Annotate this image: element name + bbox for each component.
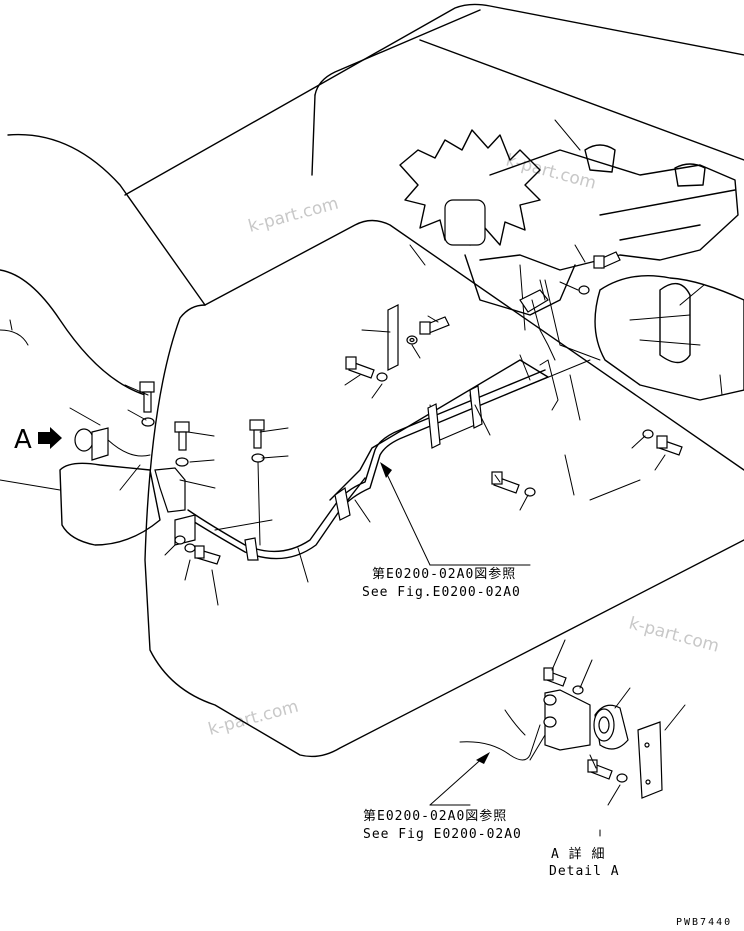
bolt <box>543 667 567 687</box>
cab-outline <box>0 3 744 758</box>
leader-lines <box>69 119 723 606</box>
detail-leader-lines <box>429 639 686 837</box>
rear-bracket <box>387 289 556 371</box>
bolt-axis <box>257 461 261 546</box>
washer <box>174 535 186 545</box>
detail-a-drawing <box>459 689 663 799</box>
detail-reference-jp: 第E0200-02A0図参照 <box>363 808 507 824</box>
ref-arrowhead <box>380 462 392 478</box>
reference-jp: 第E0200-02A0図参照 <box>372 566 516 582</box>
view-arrow <box>38 427 62 449</box>
bolt <box>593 251 621 269</box>
ref-arrowhead <box>476 752 490 764</box>
bolt <box>419 316 450 335</box>
view-label: A <box>14 425 32 455</box>
detail-caption-en: Detail A <box>549 864 620 879</box>
watermark: k-part.com <box>627 614 722 657</box>
washer <box>572 685 584 695</box>
washer <box>184 543 196 553</box>
drawing-code: PWB7440 <box>676 917 732 928</box>
detail-reference-en: See Fig E0200-02A0 <box>363 827 522 842</box>
bolt <box>345 356 375 379</box>
washer <box>578 285 590 295</box>
detail-caption-jp: A 詳 細 <box>551 846 605 862</box>
clamp-bracket <box>154 467 196 546</box>
cable-harness <box>187 354 559 561</box>
watermark: k-part.com <box>206 697 301 740</box>
bolt <box>139 381 155 413</box>
reference-en: See Fig.E0200-02A0 <box>362 585 521 600</box>
left-unit <box>0 427 161 546</box>
washer <box>524 487 536 497</box>
washer <box>616 773 628 783</box>
engine-assembly <box>399 129 744 401</box>
bolt <box>174 421 190 451</box>
bolt <box>491 471 520 494</box>
washer <box>376 372 388 382</box>
washer <box>175 457 189 467</box>
watermark: k-part.com <box>246 194 341 237</box>
bolt <box>587 759 613 780</box>
bolt <box>249 419 265 449</box>
bolt <box>194 545 221 565</box>
bolt <box>656 435 683 456</box>
washer <box>406 335 418 345</box>
